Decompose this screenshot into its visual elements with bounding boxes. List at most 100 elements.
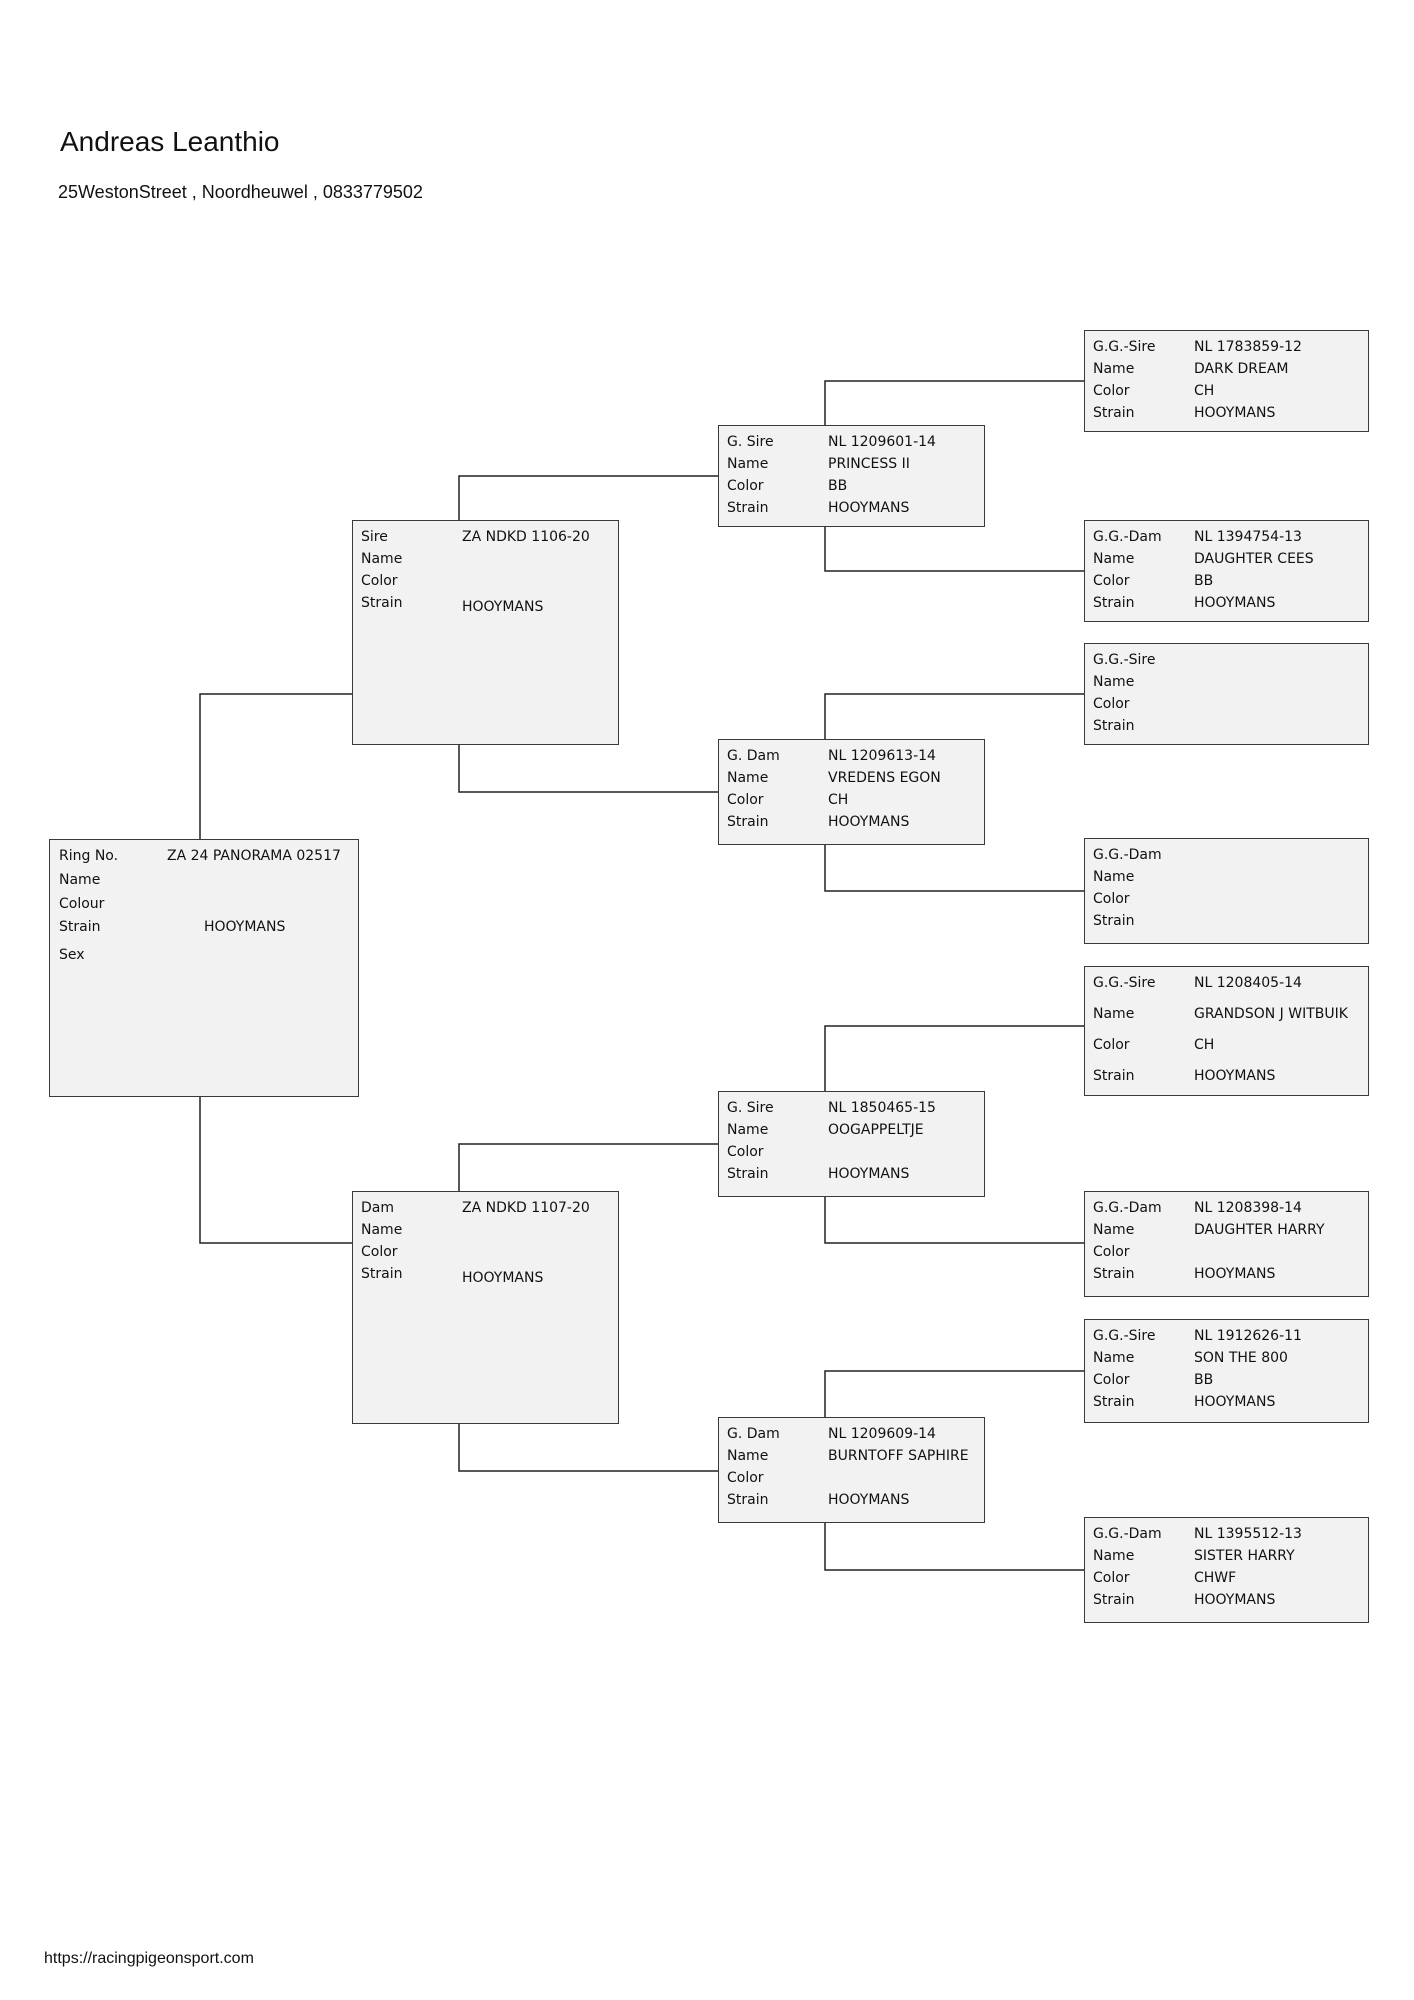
dd-sire-name: SON THE 800 (1194, 1350, 1288, 1366)
connector-ds-ggdam (824, 1197, 1084, 1244)
sire-sire-strain: HOOYMANS (828, 500, 910, 516)
dd-dam-role-label: G.G.-Dam (1093, 1526, 1162, 1542)
sire-strain: HOOYMANS (462, 599, 544, 615)
dam-sire-strain-label: Strain (727, 1166, 769, 1182)
subject-name-label: Name (59, 872, 101, 888)
ss-sire-strain: HOOYMANS (1194, 405, 1276, 421)
ds-dam-role-label: G.G.-Dam (1093, 1200, 1162, 1216)
dam-dam-role-label: G. Dam (727, 1426, 780, 1442)
ss-dam-strain-label: Strain (1093, 595, 1135, 611)
connector-subject-dam (199, 1097, 352, 1244)
sire-sire-name: PRINCESS II (828, 456, 910, 472)
sd-dam-color-label: Color (1093, 891, 1130, 907)
ds-sire-name: GRANDSON J WITBUIK (1194, 1006, 1348, 1022)
ss-sire-role-label: G.G.-Sire (1093, 339, 1156, 355)
sire-dam-color: CH (828, 792, 849, 808)
sire-sire-strain-label: Strain (727, 500, 769, 516)
sire-ring: ZA NDKD 1106-20 (462, 529, 590, 545)
dd-sire-role-label: G.G.-Sire (1093, 1328, 1156, 1344)
connector-ds-ggsire (824, 1025, 1084, 1091)
dd-dam-color-label: Color (1093, 1570, 1130, 1586)
ds-sire-ring: NL 1208405-14 (1194, 975, 1302, 991)
sire-sire-color-label: Color (727, 478, 764, 494)
sd-sire-role-label: G.G.-Sire (1093, 652, 1156, 668)
ss-sire-color-label: Color (1093, 383, 1130, 399)
ds-dam-ring: NL 1208398-14 (1194, 1200, 1302, 1216)
ss-dam-ring: NL 1394754-13 (1194, 529, 1302, 545)
sd-sire-strain-label: Strain (1093, 718, 1135, 734)
subject-box[interactable]: Ring No. ZA 24 PANORAMA 02517 Name Colou… (49, 839, 359, 1097)
ss-sire-name-label: Name (1093, 361, 1135, 377)
dam-color-label: Color (361, 1244, 398, 1260)
sd-sire-color-label: Color (1093, 696, 1130, 712)
ds-sire-name-label: Name (1093, 1006, 1135, 1022)
ss-dam-name: DAUGHTER CEES (1194, 551, 1314, 567)
sd-dam-name-label: Name (1093, 869, 1135, 885)
dd-dam-color: CHWF (1194, 1570, 1237, 1586)
ds-sire-color: CH (1194, 1037, 1215, 1053)
sire-dam-color-label: Color (727, 792, 764, 808)
connector-dam-gsire (458, 1143, 718, 1191)
dam-dam-strain-label: Strain (727, 1492, 769, 1508)
dd-sire-ring: NL 1912626-11 (1194, 1328, 1302, 1344)
dam-dam-name-label: Name (727, 1448, 769, 1464)
sire-dam-strain-label: Strain (727, 814, 769, 830)
owner-name: Andreas Leanthio (60, 126, 280, 157)
ss-sire-name: DARK DREAM (1194, 361, 1289, 377)
sire-sire-role-label: G. Sire (727, 434, 774, 450)
connector-sire-gdam (458, 745, 718, 793)
dd-sire-color: BB (1194, 1372, 1214, 1388)
connector-dd-ggdam (824, 1523, 1084, 1571)
sire-name-label: Name (361, 551, 403, 567)
sire-role-label: Sire (361, 529, 388, 545)
dam-sire-ring: NL 1850465-15 (828, 1100, 936, 1116)
dam-dam-name: BURNTOFF SAPHIRE (828, 1448, 969, 1464)
connector-subject-sire (199, 693, 352, 840)
sire-dam-ring: NL 1209613-14 (828, 748, 936, 764)
ss-sire-ring: NL 1783859-12 (1194, 339, 1302, 355)
subject-ring: ZA 24 PANORAMA 02517 (167, 848, 341, 864)
dam-strain-label: Strain (361, 1266, 403, 1282)
connector-sire-gsire (458, 475, 718, 520)
dam-sire-role-label: G. Sire (727, 1100, 774, 1116)
ds-dam-name-label: Name (1093, 1222, 1135, 1238)
dam-dam-strain: HOOYMANS (828, 1492, 910, 1508)
subject-strain: HOOYMANS (204, 919, 286, 935)
dd-dam-name-label: Name (1093, 1548, 1135, 1564)
ds-sire-role-label: G.G.-Sire (1093, 975, 1156, 991)
footer-url[interactable]: https://racingpigeonsport.com (44, 1950, 254, 1967)
ss-sire-strain-label: Strain (1093, 405, 1135, 421)
connector-ss-ggdam (824, 527, 1084, 572)
ss-dam-role-label: G.G.-Dam (1093, 529, 1162, 545)
sire-dam-name: VREDENS EGON (828, 770, 941, 786)
dd-dam-strain: HOOYMANS (1194, 1592, 1276, 1608)
connector-dd-ggsire (824, 1370, 1084, 1417)
connector-dam-gdam (458, 1424, 718, 1472)
dd-sire-name-label: Name (1093, 1350, 1135, 1366)
ds-dam-name: DAUGHTER HARRY (1194, 1222, 1325, 1238)
subject-colour-label: Colour (59, 896, 105, 912)
sd-dam-role-label: G.G.-Dam (1093, 847, 1162, 863)
dam-sire-strain: HOOYMANS (828, 1166, 910, 1182)
sire-dam-name-label: Name (727, 770, 769, 786)
ds-sire-strain: HOOYMANS (1194, 1068, 1276, 1084)
connector-sd-ggsire (824, 693, 1084, 739)
sire-dam-role-label: G. Dam (727, 748, 780, 764)
sire-sire-ring: NL 1209601-14 (828, 434, 936, 450)
sire-sire-color: BB (828, 478, 848, 494)
